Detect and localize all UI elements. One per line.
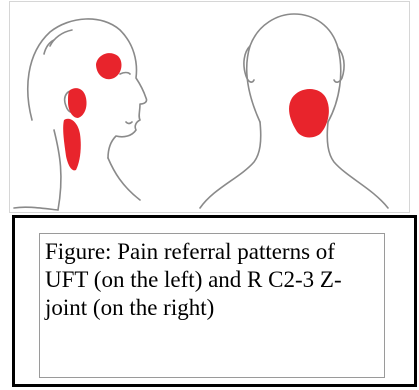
figure-caption: Figure: Pain referral patterns of UFT (o…: [45, 238, 379, 322]
pain-area-upper-posterior-head: [96, 53, 121, 79]
figure-illustration: [9, 1, 410, 213]
pain-area-right-suboccipital-upper-neck: [289, 89, 329, 137]
side-view-pain-areas: [63, 53, 121, 170]
pain-area-lateral-neck: [63, 119, 81, 171]
caption-frame: Figure: Pain referral patterns of UFT (o…: [12, 215, 417, 387]
pain-area-ear-and-jaw-angle: [68, 88, 87, 118]
back-view-pain-areas: [289, 89, 329, 137]
caption-box: Figure: Pain referral patterns of UFT (o…: [39, 233, 385, 378]
